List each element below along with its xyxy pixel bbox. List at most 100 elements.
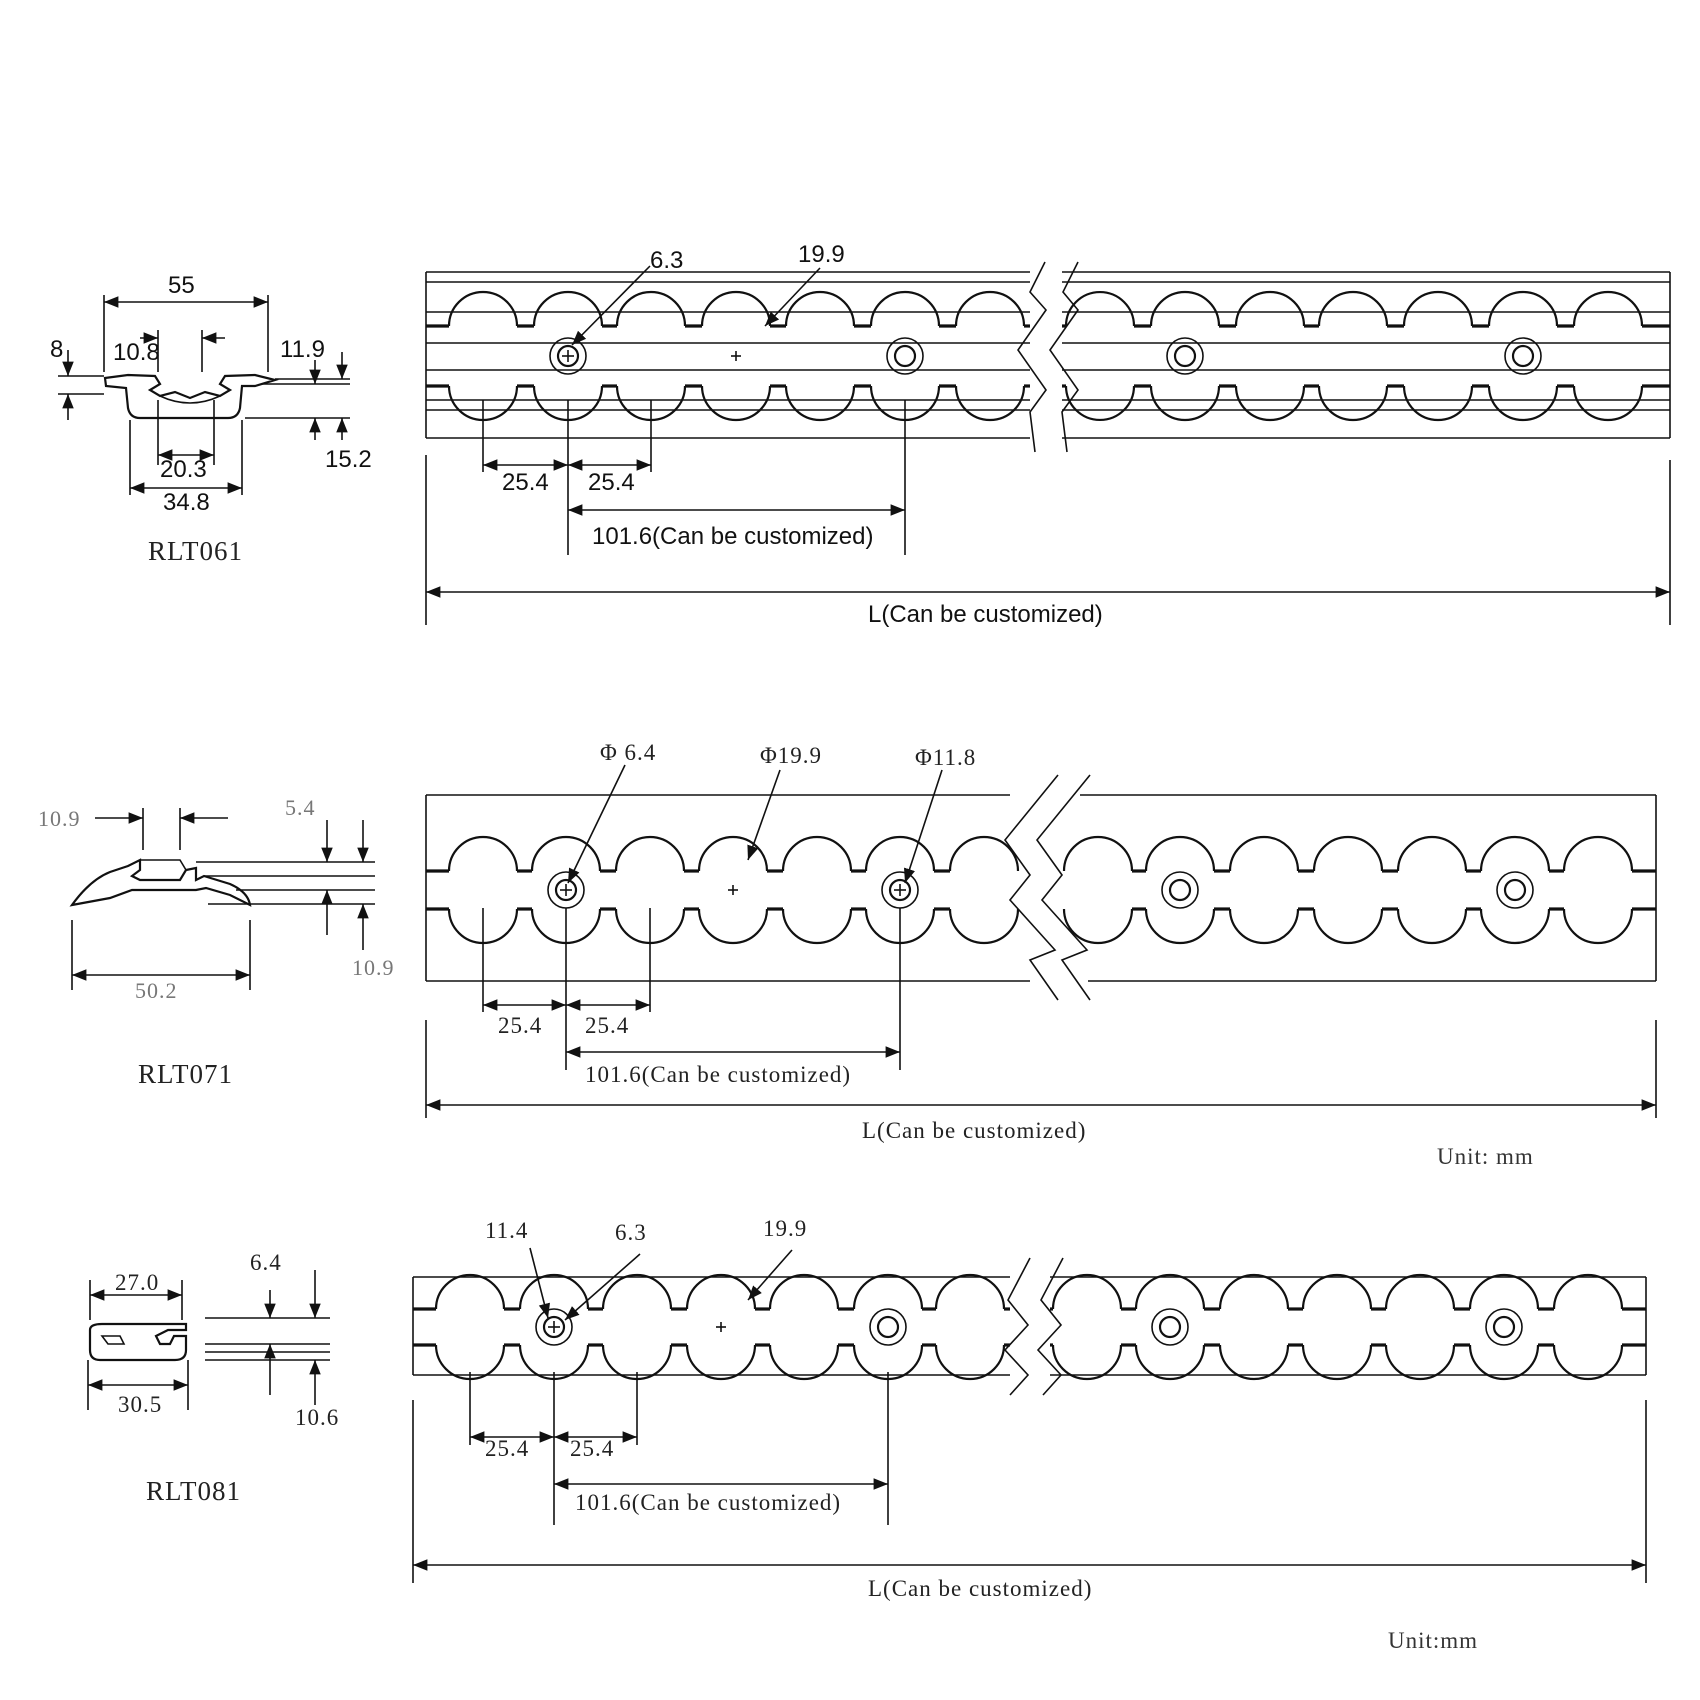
- rlt071-length-label: L(Can be customized): [862, 1118, 1086, 1143]
- rlt061-dim-width-55: 55: [168, 272, 195, 299]
- scallop-bottom: [781, 908, 853, 945]
- rlt061-pitch-25-4-a: 25.4: [502, 469, 549, 496]
- scallop-top: [852, 1273, 924, 1310]
- rlt081-dim-10-6: 10.6: [295, 1405, 339, 1430]
- anchor-hole-inner: [1503, 878, 1527, 902]
- scallop-bottom: [1396, 908, 1468, 945]
- scallop-top: [954, 290, 1026, 327]
- scallop-top: [768, 1273, 840, 1310]
- rlt071-spacing-label: 101.6(Can be customized): [585, 1062, 851, 1087]
- rlt081-dim-30-5: 30.5: [118, 1392, 162, 1417]
- anchor-hole-outer: [886, 337, 924, 375]
- scallop-top: [700, 290, 772, 327]
- scallop-bottom: [1402, 385, 1474, 422]
- anchor-hole-inner: [876, 1315, 900, 1339]
- anchor-hole-outer: [1485, 1308, 1523, 1346]
- scallop-top: [784, 290, 856, 327]
- rlt061-dim-20-3: 20.3: [160, 456, 207, 483]
- scallop-bottom: [948, 908, 1020, 945]
- anchor-hole-inner: [1168, 878, 1192, 902]
- rlt061-hole-dia-6-3: 6.3: [650, 247, 683, 274]
- scallop-top: [601, 1273, 673, 1310]
- scallop-top: [1479, 835, 1551, 872]
- anchor-hole-outer: [535, 1308, 573, 1346]
- anchor-hole-outer: [1504, 337, 1542, 375]
- rlt071-dim-10-9-top: 10.9: [38, 806, 81, 831]
- anchor-hole-outer: [1151, 1308, 1189, 1346]
- scallop-bottom: [934, 1344, 1006, 1381]
- scallop-top: [1572, 290, 1644, 327]
- unit-label-middle: Unit: mm: [1437, 1144, 1534, 1169]
- scallop-top: [781, 835, 853, 872]
- scallop-bottom: [700, 385, 772, 422]
- rlt061-scallop-dia-19-9: 19.9: [798, 241, 845, 268]
- scallop-bottom: [1228, 908, 1300, 945]
- scallop-top: [1487, 290, 1559, 327]
- scallop-top: [518, 1273, 590, 1310]
- scallop-bottom: [1312, 908, 1384, 945]
- rlt061-dim-8: 8: [50, 336, 63, 363]
- scallop-bottom: [954, 385, 1026, 422]
- anchor-hole-outer: [1161, 871, 1199, 909]
- scallop-top: [1218, 1273, 1290, 1310]
- rlt061-dim-15-2: 15.2: [325, 446, 372, 473]
- scallop-bottom: [1234, 385, 1306, 422]
- scallop-top: [1312, 835, 1384, 872]
- scallop-bottom: [1479, 908, 1551, 945]
- scallop-top: [869, 290, 941, 327]
- anchor-hole-inner: [1158, 1315, 1182, 1339]
- scallop-top: [615, 290, 687, 327]
- scallop-top: [447, 835, 519, 872]
- anchor-hole-outer: [549, 337, 587, 375]
- rlt081-pitch-25-4-a: 25.4: [485, 1436, 529, 1461]
- scallop-bottom: [784, 385, 856, 422]
- scallop-top: [1384, 1273, 1456, 1310]
- anchor-hole-inner: [888, 878, 912, 902]
- rlt061-length-label: L(Can be customized): [868, 601, 1103, 628]
- scallop-bottom: [768, 1344, 840, 1381]
- rlt061-profile-view: 55 8 10.8 11.9 15.2 20.3 34.8 RLT061: [50, 272, 372, 566]
- rlt081-model-label: RLT081: [146, 1476, 241, 1506]
- scallop-top: [614, 835, 686, 872]
- scallop-top: [685, 1273, 757, 1310]
- scallop-top: [1552, 1273, 1624, 1310]
- rlt081-top-view: 11.4 6.3 19.9 25.4 25.4 101.6(Can be cus…: [412, 1216, 1647, 1653]
- rlt071-hole-dia-6-4: Φ 6.4: [600, 740, 656, 765]
- scallop-bottom: [1218, 1344, 1290, 1381]
- rlt061-pitch-25-4-b: 25.4: [588, 469, 635, 496]
- scallop-top: [434, 1273, 506, 1310]
- rlt081-scallop-dia-19-9: 19.9: [763, 1216, 807, 1241]
- unit-label-bottom: Unit:mm: [1388, 1628, 1478, 1653]
- scallop-top: [1228, 835, 1300, 872]
- scallop-top: [530, 835, 602, 872]
- rlt081-dim-6-4: 6.4: [250, 1250, 282, 1275]
- rlt081-dim-27-0: 27.0: [115, 1270, 159, 1295]
- scallop-bottom: [1487, 385, 1559, 422]
- rlt081-profile-view: 27.0 6.4 30.5 10.6 RLT081: [87, 1250, 339, 1506]
- rlt071-top-view: Φ 6.4 Φ19.9 Φ11.8 25.4 25.4 101.6(Can be…: [425, 740, 1657, 1169]
- rlt071-profile-view: 10.9 5.4 10.9 50.2 RLT071: [38, 795, 394, 1089]
- scallop-top: [864, 835, 936, 872]
- scallop-top: [1396, 835, 1468, 872]
- scallop-top: [1062, 835, 1134, 872]
- anchor-hole-inner: [542, 1315, 566, 1339]
- rlt081-length-label: L(Can be customized): [868, 1576, 1092, 1601]
- rlt071-pitch-25-4-a: 25.4: [498, 1013, 542, 1038]
- scallop-bottom: [1064, 385, 1136, 422]
- rlt081-dim-11-4: 11.4: [485, 1218, 528, 1243]
- scallop-bottom: [1134, 1344, 1206, 1381]
- scallop-bottom: [1562, 908, 1634, 945]
- scallop-bottom: [1468, 1344, 1540, 1381]
- rlt061-spacing-label: 101.6(Can be customized): [592, 523, 873, 550]
- scallop-top: [447, 290, 519, 327]
- scallop-top: [1317, 290, 1389, 327]
- anchor-hole-inner: [1173, 344, 1197, 368]
- scallop-bottom: [1552, 1344, 1624, 1381]
- scallop-top: [532, 290, 604, 327]
- anchor-hole-inner: [1492, 1315, 1516, 1339]
- anchor-hole-inner: [554, 878, 578, 902]
- scallop-bottom: [1572, 385, 1644, 422]
- scallop-bottom: [1144, 908, 1216, 945]
- anchor-hole-outer: [1496, 871, 1534, 909]
- rlt071-counterbore-dia-11-8: Φ11.8: [915, 745, 976, 770]
